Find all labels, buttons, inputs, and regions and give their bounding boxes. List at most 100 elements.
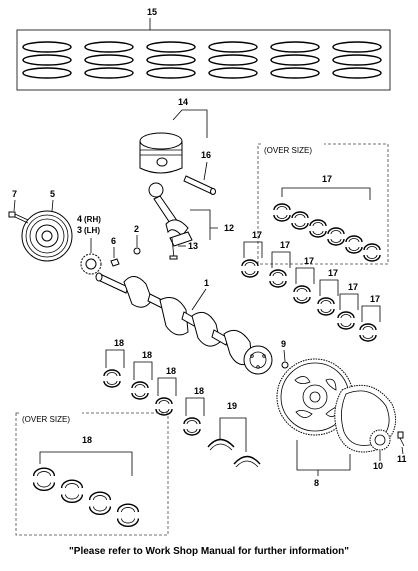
leader-9 [283, 349, 286, 362]
callout-16: 16 [201, 150, 211, 160]
leader-18 [185, 397, 205, 416]
bearing-shell [116, 503, 140, 527]
callout-11: 11 [397, 454, 407, 464]
bearing-shell [359, 323, 377, 342]
piston-ring [208, 54, 258, 66]
leader-8 [296, 440, 351, 471]
callout-14: 14 [178, 97, 188, 107]
piston-ring [22, 54, 72, 66]
bearing-shell [337, 311, 355, 330]
callout-4-rh: (RH) [84, 215, 101, 224]
bearing-shell [309, 219, 327, 238]
piston-ring-set [16, 29, 391, 91]
callout-17: 17 [280, 240, 290, 250]
adapter-plate [369, 429, 391, 451]
leader-5 [51, 199, 54, 212]
callout-3: 3 [77, 225, 82, 235]
leader-17-oversize [281, 187, 371, 200]
leader-18 [157, 377, 177, 396]
damper-pulley [21, 210, 73, 262]
leader-17 [243, 241, 263, 258]
piston-ring [208, 67, 258, 79]
callout-10: 10 [373, 461, 383, 471]
callout-19: 19 [227, 401, 237, 411]
woodruff-key [110, 258, 120, 267]
piston-ring [270, 41, 320, 53]
connecting-rod [148, 182, 193, 247]
callout-8: 8 [314, 478, 319, 488]
callout-17: 17 [304, 256, 314, 266]
piston-ring [22, 67, 72, 79]
footer-note: "Please refer to Work Shop Manual for fu… [69, 546, 349, 557]
oversize-label-upper: (OVER SIZE) [264, 146, 312, 155]
callout-12: 12 [224, 223, 234, 233]
bearing-shell [327, 227, 345, 246]
callout-7: 7 [12, 189, 17, 199]
leader-14 [172, 109, 208, 138]
callout-17: 17 [348, 282, 358, 292]
callout-17: 17 [328, 268, 338, 278]
piston-ring [270, 54, 320, 66]
bearing-shell [241, 259, 259, 278]
thrust-washers [207, 438, 261, 468]
callout-6: 6 [111, 236, 116, 246]
piston-ring [22, 41, 72, 53]
piston-ring [332, 67, 382, 79]
leader-19 [219, 417, 247, 452]
callout-2: 2 [134, 224, 139, 234]
callout-3-lh: (LH) [84, 226, 100, 235]
callout-18: 18 [114, 338, 124, 348]
piston-pin [183, 175, 216, 195]
callout-18: 18 [166, 366, 176, 376]
bearing-shell [88, 491, 112, 515]
oversize-main-bearings [273, 203, 381, 262]
oversize-bearing-box-upper [257, 141, 389, 265]
piston-ring [84, 67, 134, 79]
bearing-shell [269, 269, 287, 288]
bearing-shell [183, 417, 201, 436]
piston-ring [84, 41, 134, 53]
leader-17 [339, 293, 359, 310]
piston-ring [270, 67, 320, 79]
leader-1 [191, 288, 207, 311]
pilot-pin [281, 361, 289, 369]
bearing-shell [155, 397, 173, 416]
oversize-main-bearings-lower [32, 467, 140, 527]
leader-17 [361, 305, 381, 322]
callout-9: 9 [281, 339, 286, 349]
bearing-shell [131, 381, 149, 400]
callout-13: 13 [188, 241, 198, 251]
oversize-bearing-box-lower [15, 410, 169, 536]
piston-ring [332, 41, 382, 53]
bearing-shell [291, 211, 309, 230]
bearing-shell [363, 243, 381, 262]
piston-ring [146, 41, 196, 53]
bearing-shell [103, 369, 121, 388]
leader-16 [203, 161, 208, 181]
connecting-rod-bolt [169, 237, 178, 260]
callout-18-oversize: 18 [82, 435, 92, 445]
leader-7 [13, 199, 16, 212]
callout-17: 17 [252, 230, 262, 240]
crankshaft-sprocket [80, 253, 102, 275]
bearing-shell [32, 467, 56, 491]
pulley-bolt [8, 211, 29, 224]
piston-ring [332, 54, 382, 66]
callout-1: 1 [204, 278, 209, 288]
callout-18: 18 [194, 386, 204, 396]
leader-12a [190, 209, 218, 229]
bearing-shell [60, 479, 84, 503]
bearing-shell [273, 203, 291, 222]
piston-ring [208, 41, 258, 53]
callout-15: 15 [147, 7, 157, 17]
oversize-label-lower: (OVER SIZE) [22, 415, 70, 424]
bearing-shell [293, 285, 311, 304]
callout-17-oversize: 17 [322, 174, 332, 184]
crankshaft-pin [133, 247, 141, 255]
bearing-shell [317, 297, 335, 316]
piston-ring [84, 54, 134, 66]
drive-plate-bolt [397, 431, 405, 447]
piston-ring [146, 67, 196, 79]
piston-ring [146, 54, 196, 66]
